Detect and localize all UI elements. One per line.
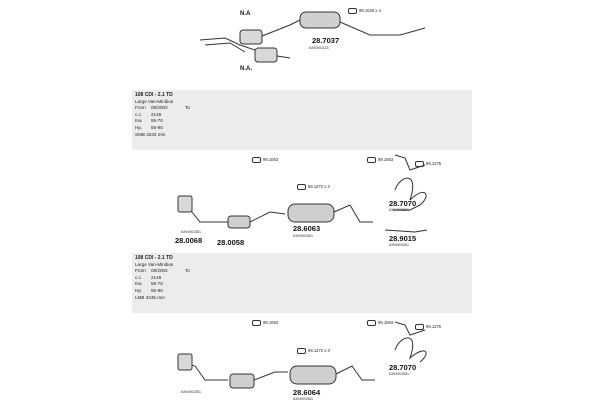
clamp-icon	[348, 8, 357, 14]
part-code: 28.6063	[293, 224, 321, 233]
oem-number: 6394903081	[389, 243, 409, 247]
wheelbase-note: LMB 3435 mm	[135, 294, 165, 300]
model-title: 108 CDI - 2.1 TD	[135, 92, 173, 98]
part-code: 28.7070	[389, 363, 417, 372]
clamp-ref: 99.1063	[252, 320, 278, 326]
clamp-ref: 99.1275	[415, 161, 441, 167]
clamp-icon	[415, 324, 424, 330]
part-code: 28.7037	[312, 36, 340, 45]
oem-number: 6394903381	[181, 390, 201, 394]
wheelbase-note: SMB 3333 mm	[135, 131, 166, 137]
na-label: N.A.	[240, 66, 252, 72]
oem-number: 6394903081	[293, 397, 313, 401]
clamp-ref: 99.1063	[367, 320, 393, 326]
clamp-ref: 99.1063	[252, 157, 278, 163]
vehicle-type: Large Van-Minibus	[135, 261, 174, 267]
clamp-icon	[415, 161, 424, 167]
clamp-icon	[297, 184, 306, 190]
oem-number: 6394903081	[293, 234, 313, 238]
clamp-ref: 99.1063	[367, 157, 393, 163]
part-code: 28.9015	[389, 234, 417, 243]
part-code: 28.7070	[389, 199, 417, 208]
clamp-ref: 99.1026 x 4	[348, 8, 381, 14]
na-label: N.A	[240, 11, 251, 17]
part-code: 28.0058	[217, 238, 245, 247]
clamp-icon	[252, 320, 261, 326]
clamp-ref: 99.1275	[415, 324, 441, 330]
model-title: 108 CDI - 2.1 TD	[135, 255, 173, 261]
clamp-icon	[297, 348, 306, 354]
clamp-icon	[252, 157, 261, 163]
oem-number: 6394903581	[389, 208, 409, 212]
part-code: 28.6064	[293, 388, 321, 397]
clamp-ref: 99.1272 x 3	[297, 184, 330, 190]
clamp-icon	[367, 320, 376, 326]
part-code: 28.0068	[175, 236, 203, 245]
section-header-band	[132, 253, 472, 313]
clamp-ref: 99.1272 x 3	[297, 348, 330, 354]
clamp-icon	[367, 157, 376, 163]
section-header-band	[132, 90, 472, 150]
oem-number: 6394901115	[309, 46, 329, 50]
vehicle-type: Large Van-Minibus	[135, 98, 174, 104]
oem-number: 6394903381	[181, 230, 201, 234]
oem-number: 6394903581	[389, 372, 409, 376]
